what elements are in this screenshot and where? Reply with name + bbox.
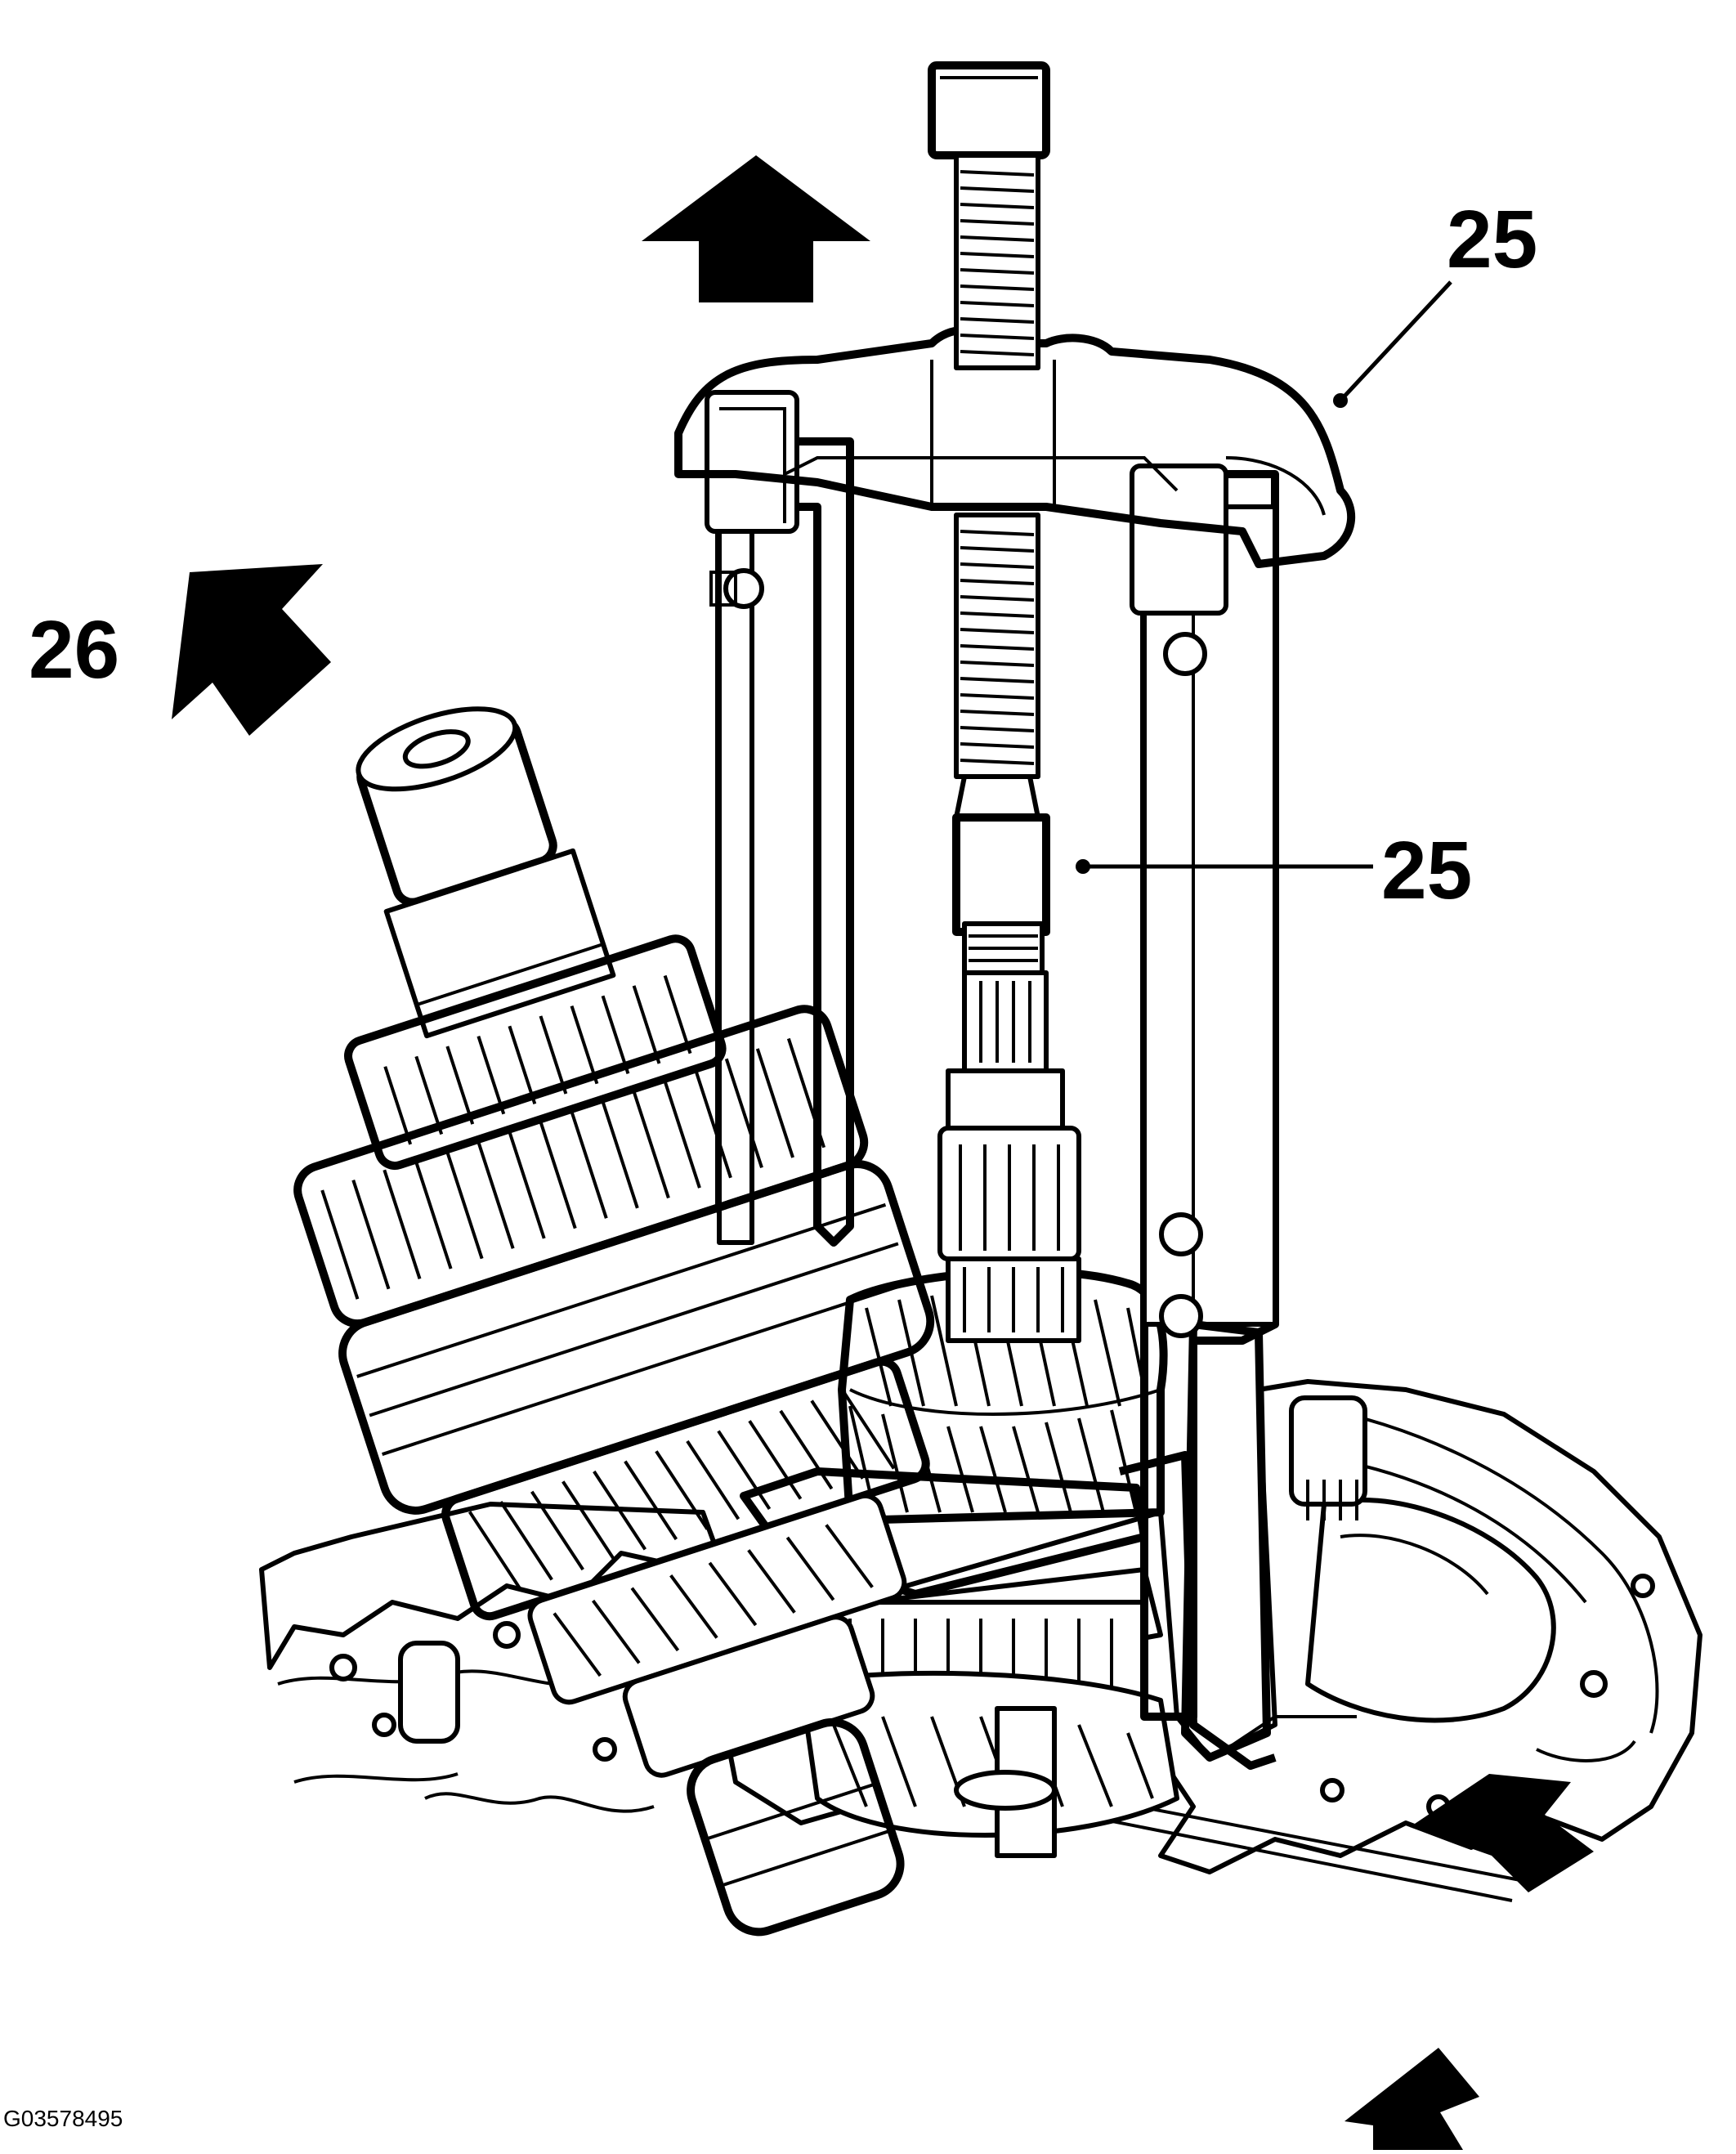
arrow-diagonal-icon [172, 564, 331, 736]
leader-line-25-mid [1076, 859, 1373, 874]
leader-line-25-top [1333, 280, 1452, 408]
input-shaft-assembly [293, 706, 935, 1937]
callout-26-removal: 26 [29, 604, 120, 696]
figure-code: G03578495 [3, 2106, 123, 2131]
callout-25-spindle: 25 [1381, 825, 1473, 916]
callout-25-puller: 25 [1447, 194, 1538, 285]
gear-puller [674, 61, 1355, 1770]
arrow-up-icon [642, 155, 870, 302]
arrow-down-icon [1410, 1774, 1594, 1892]
arrow-up-small-icon [1345, 2048, 1479, 2150]
